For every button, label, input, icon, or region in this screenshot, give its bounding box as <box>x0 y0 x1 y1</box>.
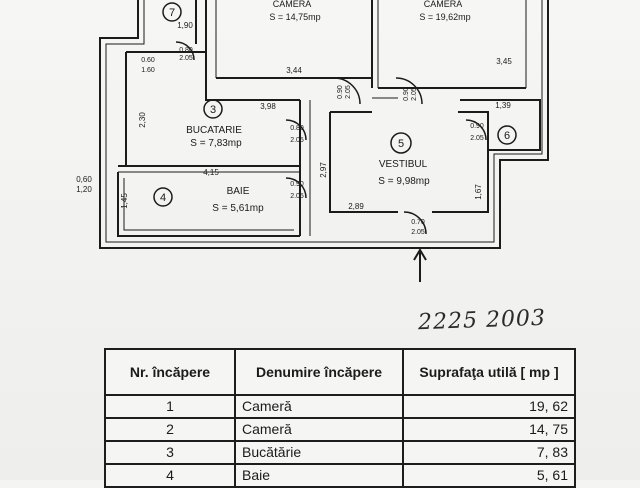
room-number-circle <box>203 99 223 119</box>
dimension-label: 3,98 <box>260 102 276 111</box>
door-size-label: 0.70 <box>411 219 425 226</box>
cell-room-name: Cameră <box>234 417 404 442</box>
door-size-label: 0.90 <box>470 123 484 130</box>
door-size-label: 0.90 <box>337 85 344 99</box>
door-swing-camera-1 <box>333 77 361 105</box>
header-room-name: Denumire încăpere <box>234 348 404 396</box>
door-swing-room-7 <box>175 41 195 61</box>
door-swing-camera-2 <box>395 77 423 105</box>
room-number-4: 4 <box>160 192 166 204</box>
room-name-camera-2: CAMERA <box>424 0 463 9</box>
door-size-label: 2.05 <box>411 87 418 101</box>
room-number-circle <box>497 125 517 145</box>
room-number-6: 6 <box>504 130 510 142</box>
room-area-camera-2: S = 19,62mp <box>419 12 470 22</box>
room-name-bath: BAIE <box>227 186 250 197</box>
wall-bath <box>117 172 300 237</box>
table-row: 3 Bucătărie 7, 83 <box>104 440 576 465</box>
table-row: 1 Cameră 19, 62 <box>104 394 576 419</box>
cell-room-area: 7, 83 <box>402 440 576 465</box>
cell-room-area: 19, 62 <box>402 394 576 419</box>
cell-room-number: 4 <box>104 463 236 488</box>
door-swing-entrance <box>403 211 427 235</box>
door-size-label: 0.80 <box>179 47 193 54</box>
room-name-camera-1: CAMERA <box>273 0 312 9</box>
wall-vestibul-left <box>329 112 398 213</box>
room-name-kitchen: BUCATARIE <box>186 125 242 136</box>
cell-room-number: 3 <box>104 440 236 465</box>
door-size-label: 2.05 <box>290 137 304 144</box>
door-swing-room-6 <box>465 119 487 141</box>
room-area-kitchen: S = 7,83mp <box>190 138 242 149</box>
door-size-label: 2.05 <box>290 193 304 200</box>
header-room-number: Nr. încăpere <box>104 348 236 396</box>
cell-room-area: 5, 61 <box>402 463 576 488</box>
wall-room-6 <box>460 99 541 151</box>
room-area-bath: S = 5,61mp <box>212 203 264 214</box>
room-name-vestibul: VESTIBUL <box>379 159 428 170</box>
dimension-label: 3,45 <box>496 57 512 66</box>
cell-room-name: Baie <box>234 463 404 488</box>
dimension-label: 1,90 <box>177 21 193 30</box>
dimension-label: 1,45 <box>120 193 129 209</box>
door-size-label: 0.60 <box>141 57 155 64</box>
door-size-label: 2.05 <box>470 135 484 142</box>
door-size-label: 0.80 <box>290 125 304 132</box>
door-size-label: 1.60 <box>141 67 155 74</box>
dimension-label: 3,44 <box>286 66 302 75</box>
wall-kitchen-top <box>126 51 300 101</box>
door-size-label: 2.05 <box>345 85 352 99</box>
handwritten-note: 2225 2003 <box>417 305 547 336</box>
rooms-area-table: Nr. încăpere Denumire încăpere Suprafaţa… <box>104 348 576 488</box>
wall-bath-inner <box>123 178 294 231</box>
dimension-label: 2,97 <box>319 162 328 178</box>
dimension-label: 1,20 <box>76 185 92 194</box>
dimension-label: 1,67 <box>474 184 483 200</box>
dimension-label: 4,15 <box>203 168 219 177</box>
table-header-row: Nr. încăpere Denumire încăpere Suprafaţa… <box>104 348 576 396</box>
cell-room-area: 14, 75 <box>402 417 576 442</box>
dimension-label: 2,89 <box>348 202 364 211</box>
room-number-5: 5 <box>398 138 404 150</box>
entrance-arrow-icon <box>413 248 427 282</box>
dimension-label: 1,39 <box>495 101 511 110</box>
room-number-3: 3 <box>210 104 216 116</box>
dimension-label: 0,60 <box>76 175 92 184</box>
room-area-camera-1: S = 14,75mp <box>269 12 320 22</box>
header-usable-area: Suprafaţa utilă [ mp ] <box>402 348 576 396</box>
wall-vestibul-right <box>432 111 489 213</box>
room-number-circle <box>162 2 182 22</box>
table-row: 4 Baie 5, 61 <box>104 463 576 488</box>
cell-room-number: 2 <box>104 417 236 442</box>
room-area-vestibul: S = 9,98mp <box>378 176 430 187</box>
door-size-label: 2.05 <box>411 229 425 236</box>
outer-wall-inner <box>105 0 543 243</box>
room-number-circle <box>153 187 173 207</box>
door-size-label: 2.05 <box>179 55 193 62</box>
dimension-label: 2,30 <box>138 112 147 128</box>
door-swing-bath <box>285 177 307 199</box>
outer-wall <box>99 0 549 249</box>
room-number-circle <box>390 132 412 154</box>
cell-room-name: Cameră <box>234 394 404 419</box>
cell-room-number: 1 <box>104 394 236 419</box>
room-number-7: 7 <box>169 7 175 19</box>
floor-plan-drawing: CAMERA S = 14,75mp CAMERA S = 19,62mp 3 … <box>76 0 549 282</box>
cell-room-name: Bucătărie <box>234 440 404 465</box>
door-size-label: 0.90 <box>290 181 304 188</box>
door-size-label: 0.90 <box>403 87 410 101</box>
door-swing-kitchen <box>285 119 307 141</box>
table-row: 2 Cameră 14, 75 <box>104 417 576 442</box>
